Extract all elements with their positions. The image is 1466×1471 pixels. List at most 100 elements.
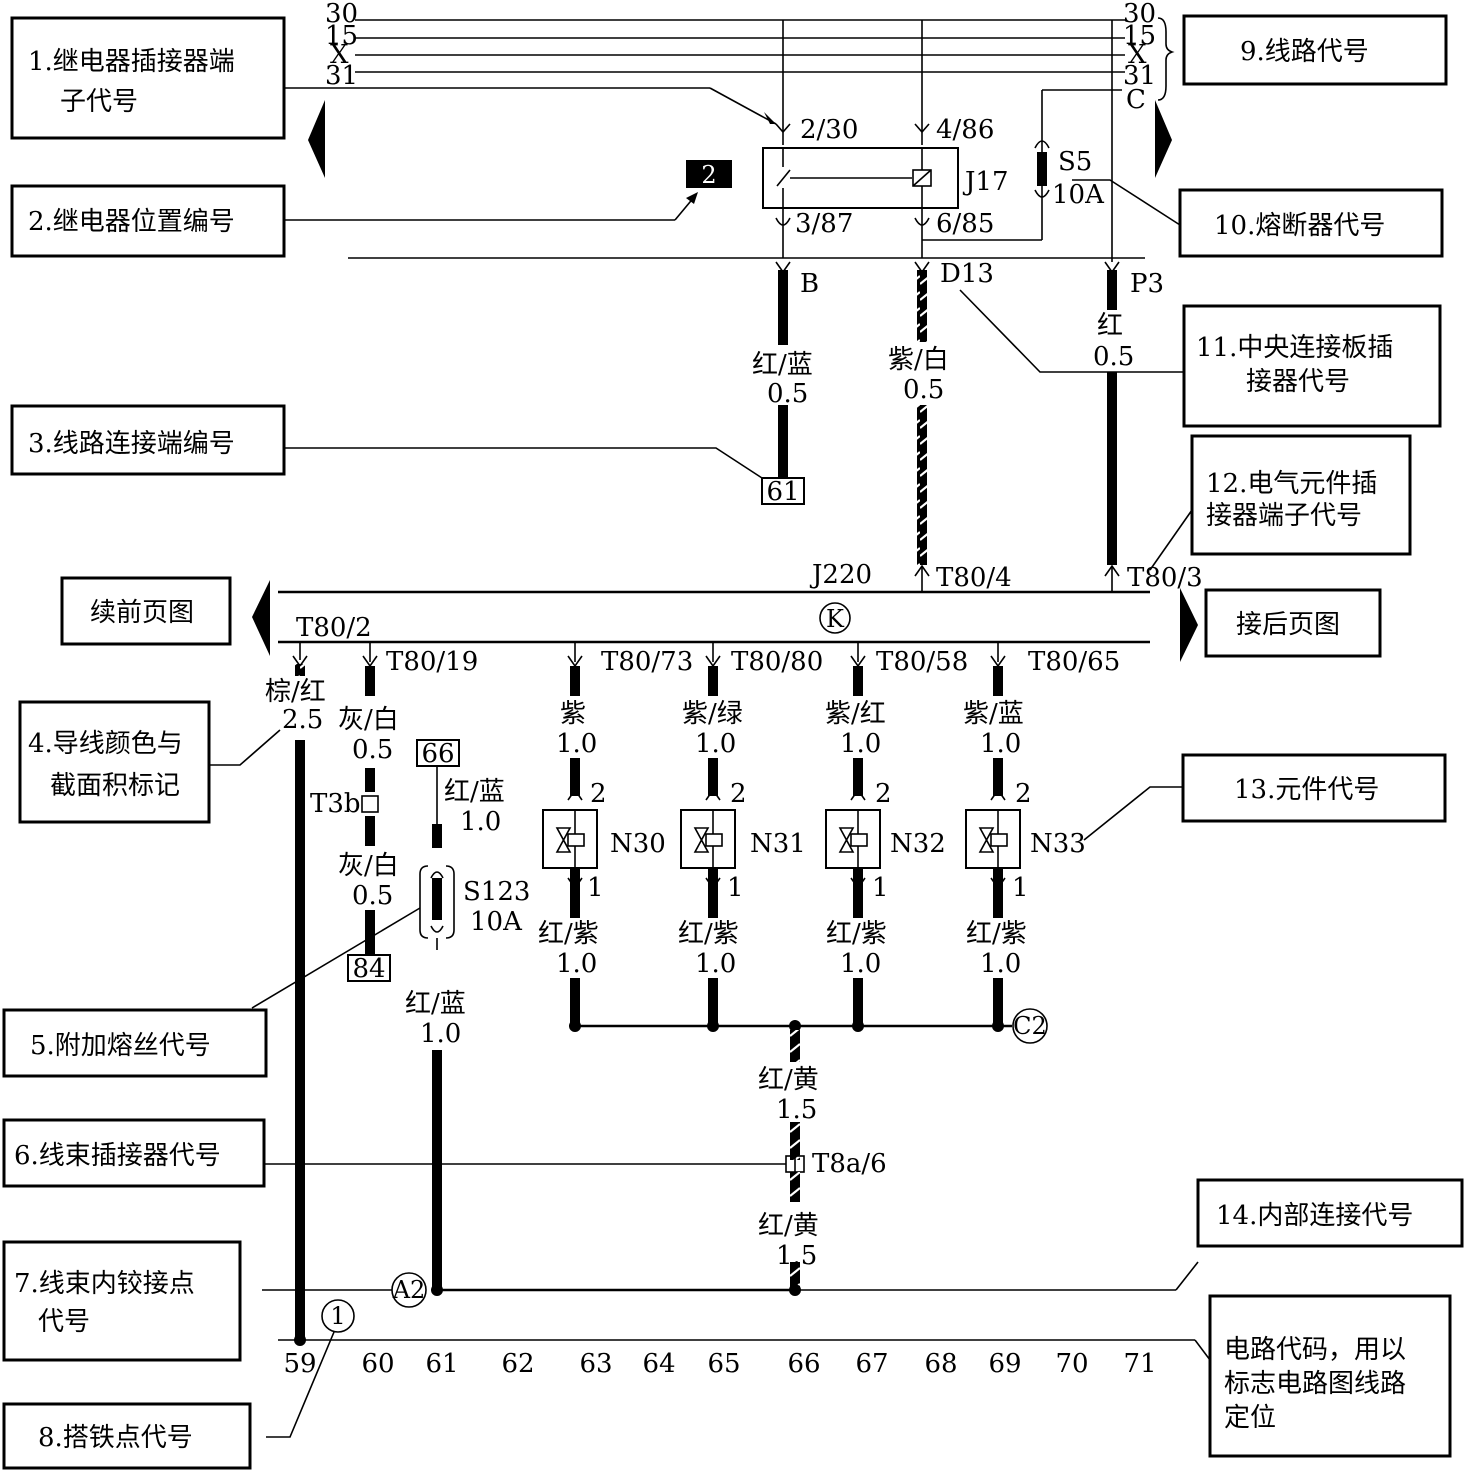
callout-circuit-code-line-1: 电路代码，用以 xyxy=(1224,1335,1406,1365)
valve-n32-ecu-pin: T80/58 xyxy=(876,647,968,677)
callout-2-line-1: 2.继电器位置编号 xyxy=(28,207,235,237)
splice-c2 xyxy=(1012,1008,1048,1044)
callout-12: 12.电气元件插 接器端子代号 xyxy=(1190,434,1412,556)
fuse-s5: S5 10A xyxy=(1034,90,1105,240)
circuit-code-60: 60 xyxy=(361,1349,394,1379)
callout-11: 11.中央连接板插 接器代号 xyxy=(1182,304,1442,428)
callout-next-page-label: 接后页图 xyxy=(1236,610,1340,640)
connector-t3b-label: T3b xyxy=(310,789,361,819)
valve-n31-pin-top: 2 xyxy=(730,779,747,809)
relay-position-number: 2 xyxy=(701,161,716,189)
return-path: C2 红/黄 1.5 T8a/6 红/黄 1.5 A2 xyxy=(262,1008,1176,1308)
valve-n33: T80/65 紫/蓝 1.0 2 N33 1 红/紫 1.0 xyxy=(963,642,1120,1032)
relay-code: J17 xyxy=(962,167,1009,197)
relay-pin-6-85: 6/85 xyxy=(936,209,994,239)
wire-gnd-b-color: 红/黄 xyxy=(758,1211,819,1241)
callout-4: 4.导线颜色与 截面积标记 xyxy=(18,700,211,824)
valve-n31-box xyxy=(680,809,736,869)
valve-n32-wire-top-size: 1.0 xyxy=(840,729,881,759)
valve-n31-ecu-pin: T80/80 xyxy=(731,647,823,677)
circuit-code-69: 69 xyxy=(988,1349,1021,1379)
wire-b-size: 0.5 xyxy=(767,379,808,409)
valve-n33-pin-bot: 1 xyxy=(1012,873,1029,903)
wire-t2-size: 2.5 xyxy=(282,705,323,735)
valve-n31-wire-top-color: 紫/绿 xyxy=(682,699,743,729)
circuit-code-59: 59 xyxy=(283,1349,316,1379)
valve-n33-wire-top-color: 紫/蓝 xyxy=(963,699,1024,729)
callout-12-line-2: 接器端子代号 xyxy=(1206,501,1362,531)
valve-n33-wire-top-size: 1.0 xyxy=(980,729,1021,759)
callout-next-page: 接后页图 xyxy=(1204,588,1382,658)
relay-pin-3-87: 3/87 xyxy=(795,209,853,239)
valve-n32-wire-bot-color: 红/紫 xyxy=(826,919,887,949)
terminal-66 xyxy=(416,739,460,767)
callout-8: 8.搭铁点代号 xyxy=(2,1402,252,1470)
valve-n33-wire-bot-color: 红/紫 xyxy=(966,919,1027,949)
valve-n33-wire-bot-size: 1.0 xyxy=(980,949,1021,979)
bus-label-right-30: 30 xyxy=(1123,0,1156,29)
wire-t80-19: 灰/白 0.5 T3b 灰/白 0.5 84 xyxy=(310,642,399,984)
callout-7-line-2: 代号 xyxy=(38,1307,90,1337)
valve-n32-box xyxy=(825,809,881,869)
valve-n32-wire-bot-size: 1.0 xyxy=(840,949,881,979)
wire-t19a-color: 灰/白 xyxy=(338,705,399,735)
callout-4-line-1: 4.导线颜色与 xyxy=(28,729,183,759)
callout-1-line-2: 子代号 xyxy=(60,87,138,117)
valve-n31: T80/80 紫/绿 1.0 2 N31 1 红/紫 1.0 xyxy=(678,642,823,1032)
callout-6-line-1: 6.线束插接器代号 xyxy=(14,1141,221,1171)
circuit-code-61: 61 xyxy=(425,1349,458,1379)
callout-14-line-1: 14.内部连接代号 xyxy=(1216,1201,1413,1231)
callout-2: 2.继电器位置编号 xyxy=(10,184,286,258)
callout-3-line-1: 3.线路连接端编号 xyxy=(28,429,235,459)
prev-page-arrow xyxy=(252,580,270,656)
valve-n33-code: N33 xyxy=(1030,829,1086,859)
ecu-ground-symbol-letter: K xyxy=(826,605,845,633)
valve-n30-ecu-pin: T80/73 xyxy=(601,647,693,677)
bus-label-left-30: 30 xyxy=(325,0,358,29)
relay-j17: 2/30 4/86 3/87 6/85 J17 xyxy=(762,20,1042,258)
callout-10-line-1: 10.熔断器代号 xyxy=(1214,211,1385,241)
next-page-arrow-top xyxy=(1155,100,1172,178)
terminal-66-label: 66 xyxy=(421,739,454,769)
wire-p-color: 红 xyxy=(1097,311,1123,341)
prev-page-arrow-top xyxy=(308,100,325,178)
wire-s123-bot-size: 1.0 xyxy=(420,1019,461,1049)
wire-t19b-size: 0.5 xyxy=(352,881,393,911)
callout-1-line-1: 1.继电器插接器端 xyxy=(28,47,235,77)
valve-n31-pin-bot: 1 xyxy=(727,873,744,903)
callout-prev-page-label: 续前页图 xyxy=(90,598,194,628)
circuit-code-70: 70 xyxy=(1055,1349,1088,1379)
wire-t19b-color: 灰/白 xyxy=(338,851,399,881)
valve-n30-wire-top-color: 紫 xyxy=(560,699,586,729)
callout-circuit-code-line-2: 标志电路图线路 xyxy=(1224,1369,1406,1399)
callout-14: 14.内部连接代号 xyxy=(1196,1178,1464,1248)
valve-n32-wire-top-color: 紫/红 xyxy=(825,699,886,729)
terminal-84-label: 84 xyxy=(352,954,385,984)
valve-n30-pin-bot: 1 xyxy=(587,873,604,903)
splice-a2-label: A2 xyxy=(392,1276,426,1304)
bus-label-left-15: 15 xyxy=(325,21,358,51)
fuse-s5-code: S5 xyxy=(1058,147,1092,177)
valve-n30-pin-top: 2 xyxy=(590,779,607,809)
ecu-pin-t80-19: T80/19 xyxy=(386,647,478,677)
callout-9-line-1: 9.线路代号 xyxy=(1240,37,1369,67)
wire-d-size: 0.5 xyxy=(903,375,944,405)
wire-t80-2: 棕/红 2.5 xyxy=(265,642,326,1346)
callout-9: 9.线路代号 xyxy=(1182,14,1448,86)
wire-gnd-b-size: 1.5 xyxy=(776,1241,817,1271)
bus-lines: 30 15 X 31 30 15 X 31 C xyxy=(325,0,1175,115)
callout-circuit-code: 电路代码，用以 标志电路图线路 定位 xyxy=(1208,1294,1452,1458)
callout-8-line-1: 8.搭铁点代号 xyxy=(38,1423,193,1453)
fuse-s5-rating: 10A xyxy=(1052,180,1105,210)
valve-n33-ecu-pin: T80/65 xyxy=(1028,647,1120,677)
callout-4-line-2: 截面积标记 xyxy=(50,771,180,801)
callout-5: 5.附加熔丝代号 xyxy=(2,1008,268,1078)
callout-12-line-1: 12.电气元件插 xyxy=(1206,469,1377,499)
circuit-code-68: 68 xyxy=(924,1349,957,1379)
valve-n32-pin-bot: 1 xyxy=(872,873,889,903)
fuse-s123-rating: 10A xyxy=(470,907,523,937)
valve-n30-code: N30 xyxy=(610,829,666,859)
callout-13-line-1: 13.元件代号 xyxy=(1234,775,1379,805)
ground-point-1 xyxy=(321,1299,355,1333)
fuse-s123-code: S123 xyxy=(463,877,530,907)
